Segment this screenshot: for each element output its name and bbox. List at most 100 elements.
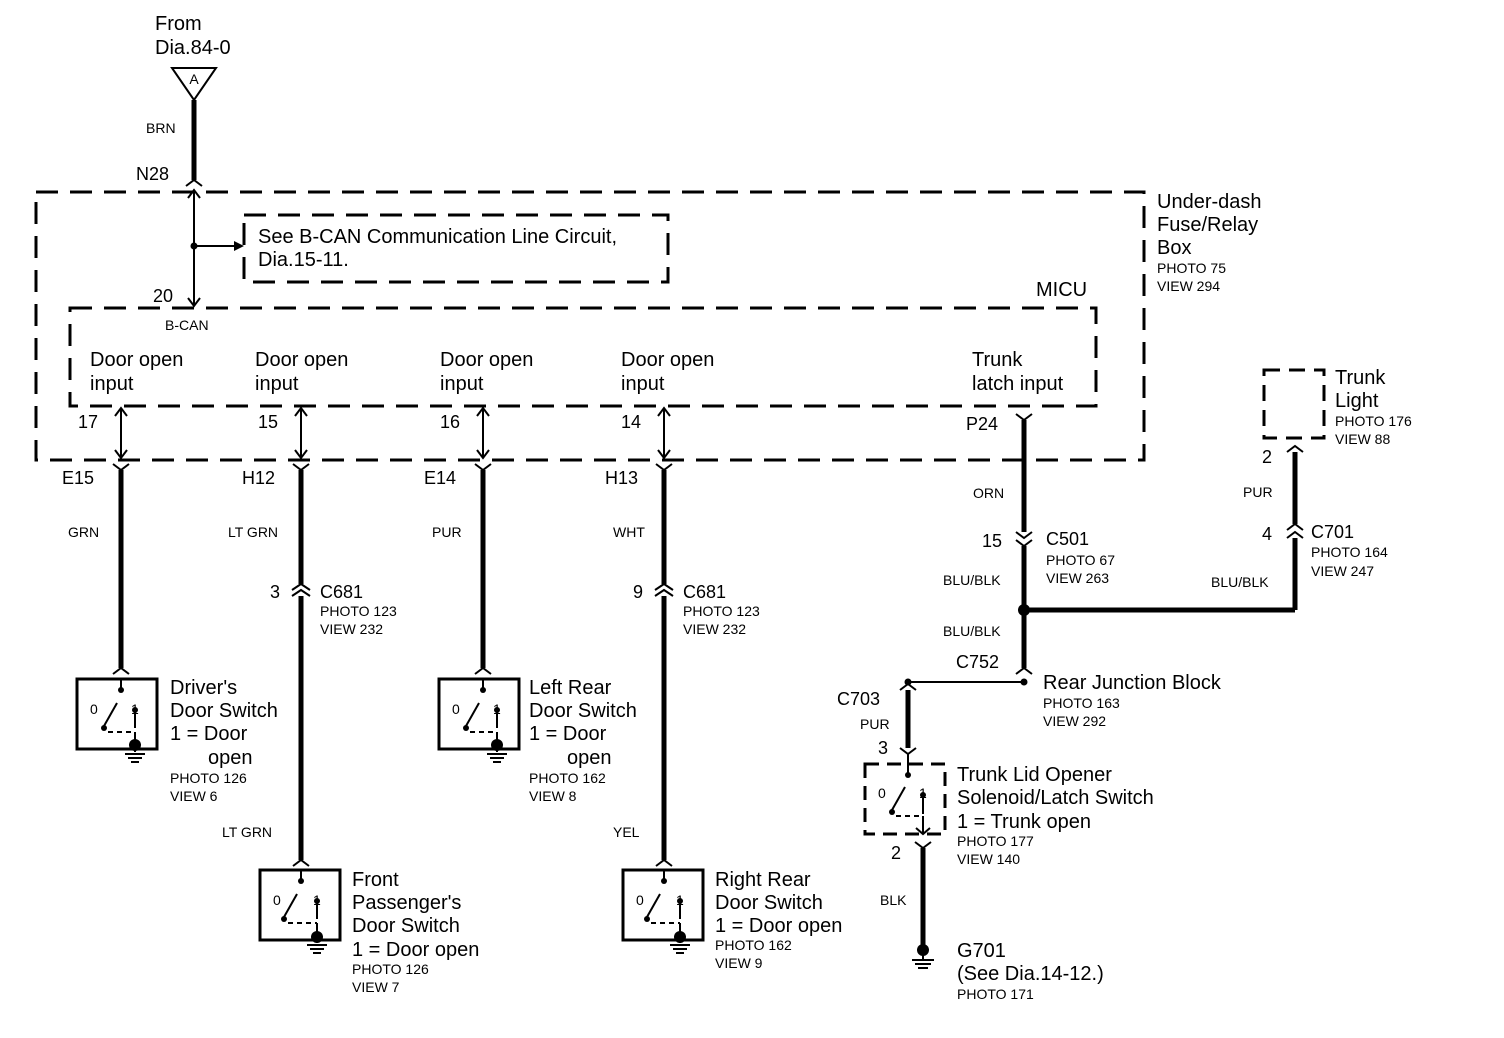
c752-name: C752 [956, 652, 999, 672]
solenoid-connector-top [899, 747, 917, 756]
front-pass-switch-state-0: 0 [273, 892, 281, 908]
right-rear-switch-line1: Right Rear [715, 869, 811, 891]
c703-symbol [899, 682, 917, 691]
c681a-symbol [291, 582, 311, 597]
c501-view: VIEW 263 [1046, 570, 1109, 586]
c681a-name: C681 [320, 582, 363, 602]
rear-junction-photo: PHOTO 163 [1043, 695, 1120, 711]
micu-outline [68, 306, 1098, 408]
junction-dot-left [904, 678, 912, 686]
ground-photo: PHOTO 171 [957, 986, 1034, 1002]
terminal-e15: E15 [62, 468, 94, 488]
driver-switch-line4: open [208, 747, 253, 769]
trunk-light-line2: Light [1335, 390, 1379, 412]
rear-junction-name: Rear Junction Block [1043, 672, 1222, 694]
trunk-light-line1: Trunk [1335, 367, 1386, 389]
c501-name: C501 [1046, 529, 1089, 549]
front-passenger-door-switch-symbol [258, 858, 342, 954]
micu-input-3-line2: input [440, 373, 484, 395]
terminal-h13: H13 [605, 468, 638, 488]
driver-door-switch-symbol [75, 666, 159, 763]
wire-label-orn: ORN [973, 485, 1004, 501]
right-rear-switch-photo: PHOTO 162 [715, 937, 792, 953]
trunk-light-pin: 2 [1262, 447, 1272, 467]
trunk-light-view: VIEW 88 [1335, 431, 1390, 447]
wire-label-pur: PUR [432, 524, 462, 540]
driver-switch-photo: PHOTO 126 [170, 770, 247, 786]
note-line-1: See B-CAN Communication Line Circuit, [258, 226, 617, 248]
wire-label-wht: WHT [613, 524, 645, 540]
trunk-lid-switch-view: VIEW 140 [957, 851, 1020, 867]
terminal-h12: H12 [242, 468, 275, 488]
source-label-from: From [155, 13, 202, 35]
c681b-name: C681 [683, 582, 726, 602]
ground-line2: (See Dia.14-12.) [957, 963, 1104, 985]
c681b-pin: 9 [633, 582, 643, 602]
wire-label-blublk-1: BLU/BLK [943, 572, 1001, 588]
terminal-20: 20 [153, 286, 173, 306]
right-rear-switch-line3: 1 = Door open [715, 915, 842, 937]
c701-view: VIEW 247 [1311, 563, 1374, 579]
wire-label-yel: YEL [613, 824, 640, 840]
c501-symbol [1015, 531, 1033, 548]
right-rear-switch-state-1: 1 [676, 892, 684, 908]
bcan-arrow-top [187, 188, 201, 199]
trunk-light-box [1262, 368, 1326, 440]
c501-photo: PHOTO 67 [1046, 552, 1115, 568]
micu-label: MICU [1036, 279, 1087, 301]
c752-symbol [1015, 666, 1033, 675]
micu-input-3-line1: Door open [440, 349, 533, 371]
source-label-dia: Dia.84-0 [155, 37, 231, 59]
fusebox-label-1: Under-dash [1157, 191, 1262, 213]
terminal-p24: P24 [966, 414, 998, 434]
driver-switch-line2: Door Switch [170, 700, 278, 722]
terminal-17: 17 [78, 412, 98, 432]
c681a-pin: 3 [270, 582, 280, 602]
c501-pin: 15 [982, 531, 1002, 551]
c681b-photo: PHOTO 123 [683, 603, 760, 619]
source-letter: A [189, 71, 199, 87]
wire-label-ltgrn-2: LT GRN [222, 824, 272, 840]
connector-caps-top [112, 463, 673, 472]
c703-pin: 3 [878, 738, 888, 758]
driver-switch-line3: 1 = Door [170, 723, 248, 745]
junction-dot-right [1020, 678, 1028, 686]
terminal-15: 15 [258, 412, 278, 432]
right-rear-switch-line2: Door Switch [715, 892, 823, 914]
ground-g701-symbol [912, 944, 934, 969]
micu-input-1-line2: input [90, 373, 134, 395]
fusebox-label-3: Box [1157, 237, 1191, 259]
c701-symbol [1286, 522, 1304, 539]
label-bcan: B-CAN [165, 317, 209, 333]
right-rear-switch-state-0: 0 [636, 892, 644, 908]
micu-input-2-line2: input [255, 373, 299, 395]
bcan-arrow-bottom [187, 297, 201, 308]
c681a-photo: PHOTO 123 [320, 603, 397, 619]
trunk-lid-switch-photo: PHOTO 177 [957, 833, 1034, 849]
wire-label-grn: GRN [68, 524, 99, 540]
left-rear-switch-state-1: 1 [493, 701, 501, 717]
wire-label-brn: BRN [146, 120, 176, 136]
wire-label-blublk-3: BLU/BLK [1211, 574, 1269, 590]
terminal-16: 16 [440, 412, 460, 432]
source-triangle [170, 67, 218, 102]
micu-input-4-line1: Door open [621, 349, 714, 371]
left-rear-switch-photo: PHOTO 162 [529, 770, 606, 786]
terminal-14: 14 [621, 412, 641, 432]
front-pass-switch-line1: Front [352, 869, 399, 891]
left-rear-switch-line1: Left Rear [529, 677, 612, 699]
terminal-e14: E14 [424, 468, 456, 488]
connector-p24 [1015, 413, 1033, 422]
bcan-branch-arrow [234, 241, 244, 251]
micu-input-2-line1: Door open [255, 349, 348, 371]
trunk-lid-switch-state-0: 0 [878, 785, 886, 801]
note-line-2: Dia.15-11. [258, 249, 349, 271]
trunk-lid-switch-symbol [863, 754, 947, 836]
wire-label-blk: BLK [880, 892, 907, 908]
fusebox-photo: PHOTO 75 [1157, 260, 1226, 276]
c681b-symbol [654, 582, 674, 597]
front-pass-switch-photo: PHOTO 126 [352, 961, 429, 977]
solenoid-connector-bottom [914, 841, 932, 850]
right-rear-door-switch-symbol [621, 858, 705, 954]
